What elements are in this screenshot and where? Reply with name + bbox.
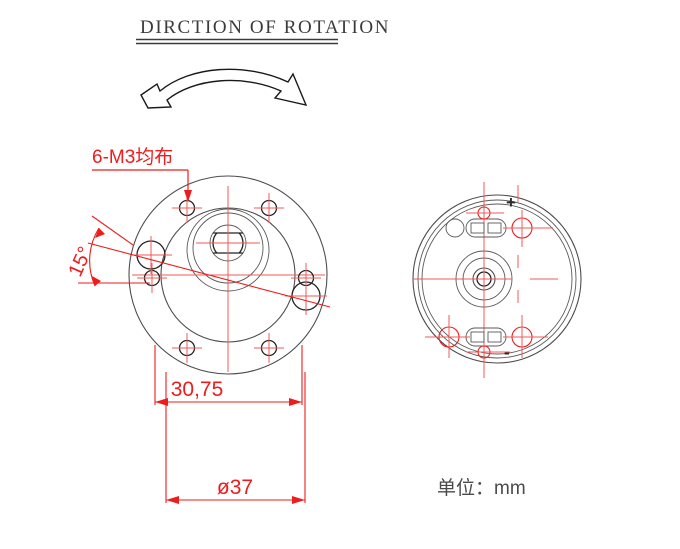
- front-angled-holes: [87, 236, 331, 315]
- dim-3075-label: 30,75: [171, 378, 224, 401]
- dim-3075-arrow-right: [289, 398, 302, 406]
- rotation-arrow: [140, 68, 308, 109]
- terminal-tab-negative-outline: [465, 327, 507, 347]
- front-mounting-holes: [137, 193, 321, 363]
- mounting-hole: [137, 263, 167, 293]
- angle-label: 15°: [64, 243, 96, 280]
- bolt-callout-arrowhead: [184, 190, 192, 202]
- rear-hole-top-center: [466, 206, 504, 220]
- title-block: DIRCTION OF ROTATION: [136, 17, 390, 45]
- bolt-callout: 6-M3均布: [92, 146, 192, 202]
- angle-arrowhead-top: [95, 228, 105, 238]
- unit-note: 单位：mm: [437, 477, 526, 499]
- front-inclined-axis: [87, 242, 331, 308]
- terminal-positive-label: +: [506, 193, 516, 212]
- angle-inclined-leg: [91, 215, 134, 246]
- terminal-segment-negative-2: [487, 331, 502, 343]
- front-centerlines: [132, 186, 325, 372]
- rear-hole-bottom-right: [503, 315, 548, 358]
- mounting-hole: [254, 193, 284, 223]
- rear-terminal-positive: +: [445, 193, 553, 247]
- bolt-callout-label: 6-M3均布: [92, 146, 173, 168]
- angled-hole-right: [285, 277, 327, 315]
- terminal-negative-label: -: [504, 343, 510, 362]
- rear-centerlines: [413, 182, 558, 378]
- angle-arrowhead-bottom: [92, 276, 101, 286]
- terminal-segment-positive-2: [487, 222, 502, 234]
- rear-hole-bottom-left: [425, 315, 470, 358]
- terminal-segment-negative-1: [470, 331, 485, 343]
- rear-hole-bottom-center: [466, 345, 510, 359]
- terminal-tab-positive-outline: [465, 218, 507, 238]
- terminal-segment-positive-1: [470, 222, 485, 234]
- rear-vent-hole: [445, 218, 465, 238]
- mounting-hole: [254, 333, 284, 363]
- dim-3075-arrow-left: [155, 398, 168, 406]
- front-outer-flange-circle: [128, 175, 328, 375]
- angled-hole-left: [130, 236, 172, 274]
- rear-view: +: [412, 182, 582, 378]
- angle-arc: [89, 227, 100, 287]
- rear-hole-top-right: [503, 210, 553, 247]
- drawing-title: DIRCTION OF ROTATION: [140, 17, 390, 38]
- dim-d37-label: ø37: [217, 476, 253, 499]
- rear-terminal-negative: -: [425, 315, 548, 362]
- dimension-outer-diameter: ø37: [165, 372, 306, 504]
- dim-d37-arrow-left: [166, 496, 179, 504]
- dim-d37-arrow-right: [292, 496, 305, 504]
- dimension-bolt-circle: 30,75: [154, 345, 303, 406]
- mounting-hole: [172, 333, 202, 363]
- front-view: 15° 6-M3均布 30,75: [64, 146, 331, 504]
